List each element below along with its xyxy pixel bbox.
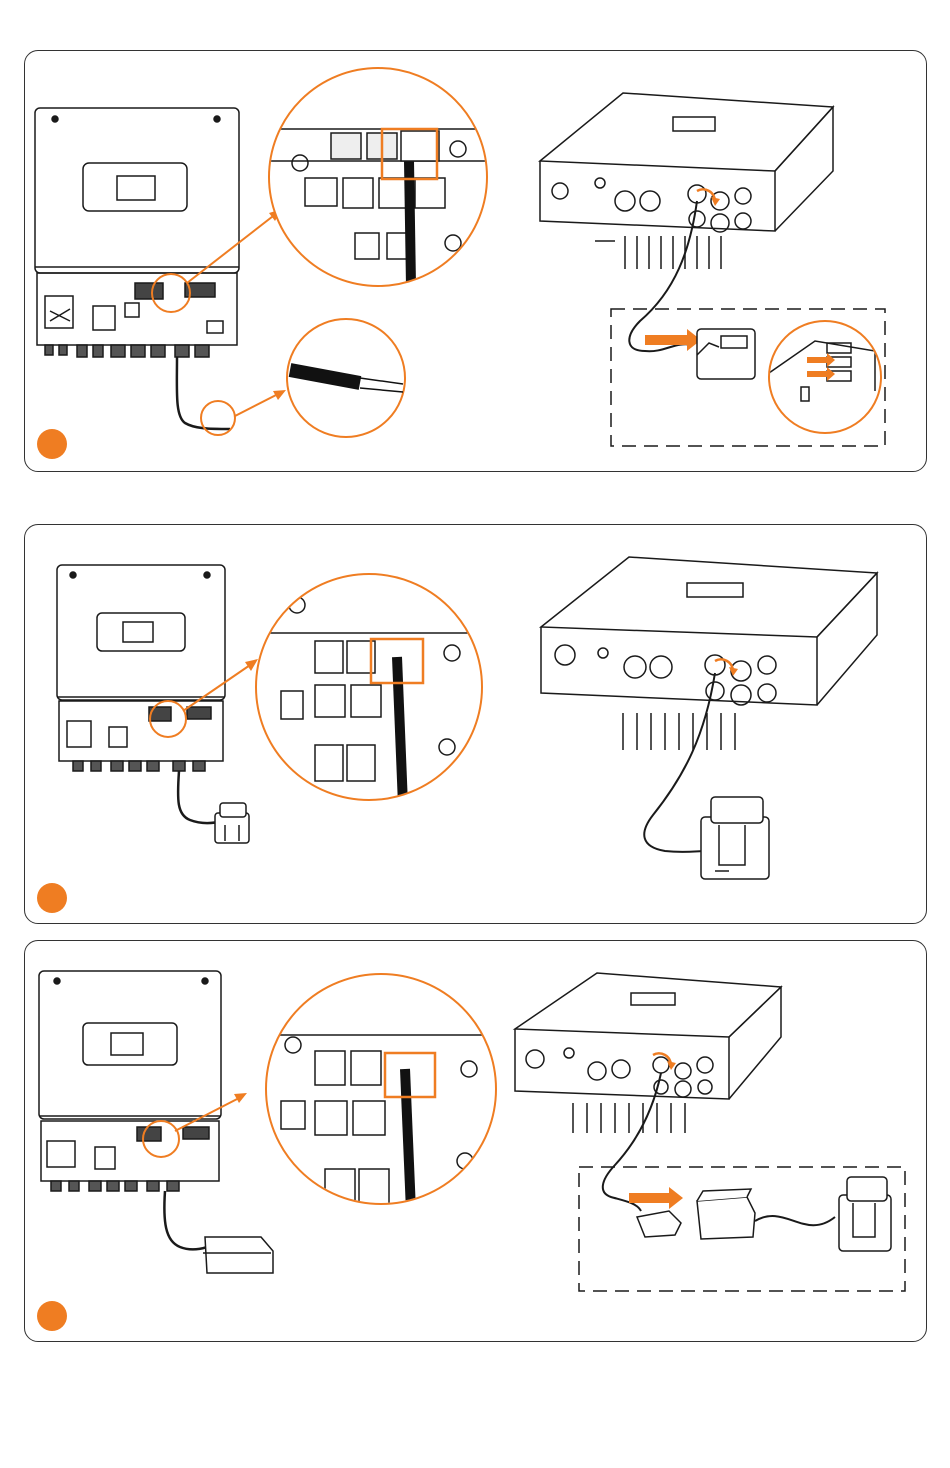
rj45-plug-icon (637, 1211, 681, 1237)
cable-end-callout (287, 319, 405, 437)
instruction-panel-2 (24, 524, 927, 924)
hybrid-inverter-isometric-icon (540, 93, 833, 351)
step-marker-3 (37, 1301, 67, 1331)
hybrid-inverter-front-icon (35, 108, 239, 429)
ct-clamp-icon (839, 1177, 891, 1251)
ct-clamp-icon (215, 803, 249, 843)
instruction-panel-3 (24, 940, 927, 1342)
hybrid-inverter-front-icon (39, 971, 221, 1249)
ct-clamp-icon (701, 797, 769, 879)
rj45-coupler-icon (697, 1189, 755, 1239)
panel-1-diagram (25, 51, 927, 472)
rj45-plug-icon (203, 1237, 273, 1273)
step-marker-2 (37, 883, 67, 913)
hybrid-inverter-isometric-icon (515, 973, 781, 1211)
rj45-port-callout (265, 68, 495, 286)
hybrid-inverter-isometric-icon (541, 557, 877, 852)
orange-arrow-icon (645, 329, 701, 351)
hybrid-inverter-front-icon (57, 565, 225, 823)
rj45-detail-callout (769, 321, 881, 433)
step-marker-1 (37, 429, 67, 459)
rj45-port-callout (265, 974, 496, 1211)
instruction-panel-1 (24, 50, 927, 472)
ct-clamp-icon (697, 329, 755, 379)
panel-3-diagram (25, 941, 927, 1342)
rj45-port-callout (255, 574, 485, 805)
panel-2-diagram (25, 525, 927, 924)
